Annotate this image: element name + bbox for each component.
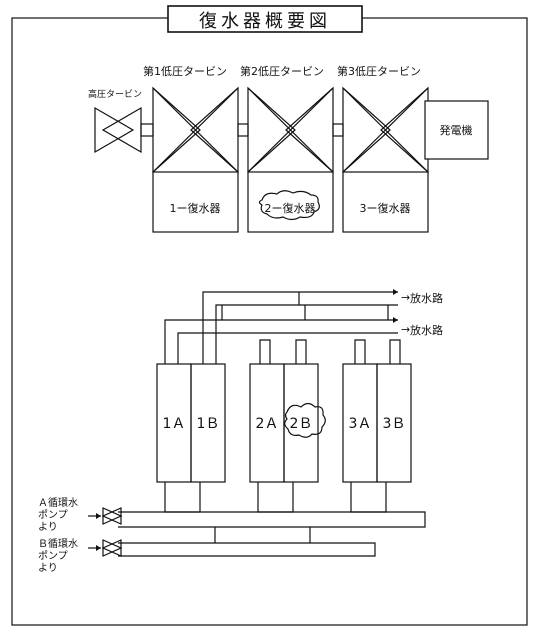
condenser-3	[342, 171, 429, 233]
bottom-loop-3	[350, 482, 387, 513]
lp2-turbine-left	[247, 86, 296, 174]
pump-b-line2: ポンプ	[38, 550, 68, 562]
lp1-turbine-left	[152, 86, 201, 174]
riser-2b	[295, 339, 307, 364]
scribble-mark-1	[258, 190, 320, 221]
title-box	[167, 5, 363, 33]
unit-1a-label: 1Ａ	[163, 416, 186, 432]
lp2-turbine-right	[285, 86, 334, 174]
outlet-header-1	[202, 291, 398, 364]
outlet-header-2	[164, 319, 398, 364]
supply-header-a	[118, 511, 426, 528]
generator-box	[424, 100, 489, 160]
generator-label: 発電機	[440, 123, 473, 137]
shaft-lp2-lp3	[332, 123, 344, 137]
unit-2b	[283, 363, 319, 483]
condenser-1	[152, 171, 239, 233]
unit-1b	[190, 363, 226, 483]
condenser-2	[247, 171, 334, 233]
lp3-turbine-left	[342, 86, 391, 174]
pump-b-line3: より	[38, 562, 58, 574]
lp1-turbine-label: 第1低圧タービン	[143, 64, 227, 78]
lp2-turbine-label: 第2低圧タービン	[240, 64, 324, 78]
arrow-head-b	[96, 545, 101, 551]
riser-2a	[259, 339, 271, 364]
outlet-header-1-inner	[215, 304, 398, 364]
condenser-1-label: 1ー復水器	[170, 202, 221, 215]
supply-header-b	[118, 542, 376, 557]
valve-a-left	[102, 507, 123, 525]
pump-b-line1: Ｂ循環水	[38, 537, 78, 550]
unit-2b-label: 2Ｂ	[290, 416, 313, 432]
condenser-3-label: 3ー復水器	[360, 202, 411, 215]
bottom-loop-1	[164, 482, 201, 513]
riser-3a	[354, 339, 366, 364]
unit-3b	[376, 363, 412, 483]
unit-3a-label: 3Ａ	[349, 416, 372, 432]
arrow-head-a	[96, 513, 101, 519]
hp-turbine-label: 高圧タービン	[88, 88, 142, 100]
hp-turbine-left	[94, 106, 135, 154]
hp-turbine-right	[101, 106, 142, 154]
valve-a-right	[101, 507, 122, 525]
svg-text:→: →	[401, 291, 410, 304]
shaft-hp-lp1	[140, 123, 154, 137]
lp3-turbine-right	[380, 86, 429, 174]
bottom-loop-2	[257, 482, 294, 513]
pump-a-line2: ポンプ	[38, 509, 68, 521]
riser-3b	[389, 339, 401, 364]
unit-3b-label: 3Ｂ	[383, 416, 406, 432]
outlet-label-2: 放水路	[410, 323, 443, 337]
lp1-turbine-right	[190, 86, 239, 174]
scribble-mark-2	[284, 402, 326, 438]
svg-text:→: →	[401, 323, 410, 336]
pump-a-line1: Ａ循環水	[38, 496, 78, 509]
diagram-title: 復水器概要図	[199, 11, 331, 32]
outlet-header-2-inner	[177, 332, 398, 364]
valve-b-right	[101, 539, 122, 557]
outlet-label-1: 放水路	[410, 291, 443, 305]
lp3-turbine-label: 第3低圧タービン	[337, 64, 421, 78]
condenser-2-label: 2ー復水器	[265, 202, 316, 215]
unit-2a-label: 2Ａ	[256, 416, 279, 432]
pump-a-line3: より	[38, 521, 58, 533]
unit-1b-label: 1Ｂ	[197, 416, 220, 432]
shaft-lp1-lp2	[237, 123, 249, 137]
